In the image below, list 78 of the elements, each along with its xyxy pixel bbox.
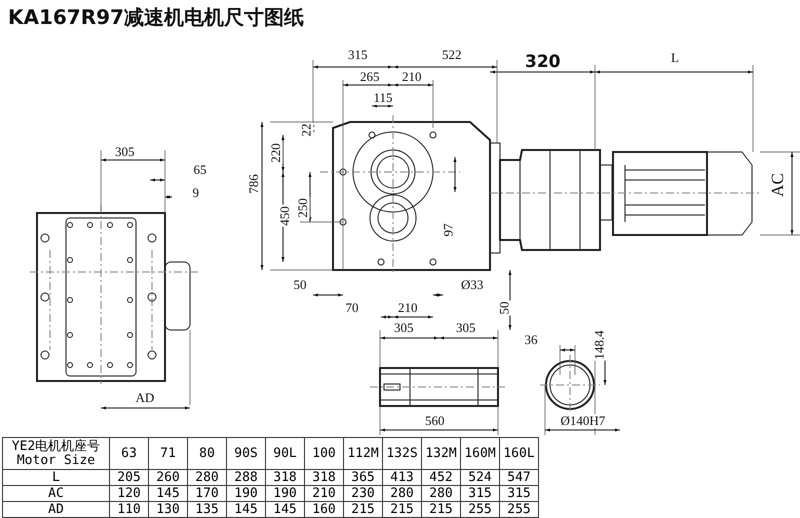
- dimension-label: 305: [393, 321, 414, 335]
- table-cell: 90L: [266, 438, 304, 470]
- table-cell: 280: [382, 486, 422, 502]
- table-cell: 160L: [500, 438, 538, 470]
- table-cell: 205: [110, 470, 148, 486]
- dimension-label: 305: [114, 145, 136, 159]
- table-cell: 547: [500, 470, 538, 486]
- dimension-label: 220: [268, 142, 283, 164]
- table-cell: 132S: [382, 438, 422, 470]
- dimension-label: 315: [347, 48, 368, 62]
- table-cell: 132M: [422, 438, 460, 470]
- table-cell: 210: [304, 486, 344, 502]
- table-cell: 160M: [460, 438, 500, 470]
- row-header-cell: L: [2, 470, 110, 486]
- dimension-label: 786: [246, 173, 261, 195]
- table-cell: 135: [188, 502, 226, 518]
- table-cell: 215: [422, 502, 460, 518]
- dimension-label: Ø140H7: [560, 414, 606, 428]
- table-cell: 112M: [344, 438, 382, 470]
- table-cell: 413: [382, 470, 422, 486]
- dimension-label: 148.4: [592, 329, 606, 361]
- dimension-label: 22: [299, 122, 313, 138]
- table-cell: 215: [382, 502, 422, 518]
- table-cell: 170: [188, 486, 226, 502]
- dimension-label: L: [670, 51, 680, 65]
- title: KA167R97减速机电机尺寸图纸: [8, 4, 304, 31]
- table-cell: 63: [110, 438, 148, 470]
- dimension-label: AD: [134, 391, 156, 405]
- table-cell: 71: [148, 438, 188, 470]
- dimension-label: 70: [344, 301, 360, 315]
- table-cell: 452: [422, 470, 460, 486]
- table-cell: 160: [304, 502, 344, 518]
- table-cell: 280: [422, 486, 460, 502]
- table-cell: 110: [110, 502, 148, 518]
- table-cell: 260: [148, 470, 188, 486]
- table-cell: 315: [460, 486, 500, 502]
- dimension-label: 265: [359, 70, 380, 84]
- table-cell: 120: [110, 486, 148, 502]
- dimension-label: 115: [372, 91, 394, 105]
- table-cell: 280: [188, 470, 226, 486]
- dimension-label: 50: [292, 278, 308, 292]
- table-cell: 190: [266, 486, 304, 502]
- table-cell: 130: [148, 502, 188, 518]
- table-cell: 288: [226, 470, 266, 486]
- table-cell: 145: [266, 502, 304, 518]
- dimension-label: 522: [441, 48, 462, 62]
- dimension-label: 65: [192, 163, 208, 177]
- table-cell: 315: [500, 486, 538, 502]
- table-cell: 145: [148, 486, 188, 502]
- dimension-label: Ø33: [460, 278, 484, 292]
- dimension-label: 305: [455, 321, 476, 335]
- table-cell: 100: [304, 438, 344, 470]
- table-cell: 365: [344, 470, 382, 486]
- table-cell: 80: [188, 438, 226, 470]
- table-cell: 318: [266, 470, 304, 486]
- dimension-label: 36: [524, 333, 538, 347]
- dimension-label: 450: [278, 205, 292, 227]
- row-header-cell: AC: [2, 486, 110, 502]
- dimension-label: 210: [401, 70, 422, 84]
- table-cell: 215: [344, 502, 382, 518]
- table-cell: 255: [460, 502, 500, 518]
- table-cell: 255: [500, 502, 538, 518]
- dimension-label: 50: [497, 300, 511, 316]
- table-cell: 318: [304, 470, 344, 486]
- dimension-label: AC: [770, 172, 785, 198]
- dimension-label: 250: [296, 197, 310, 219]
- table-cell: 90S: [226, 438, 266, 470]
- row-header-cell: AD: [2, 502, 110, 518]
- row-header-cell: YE2电机机座号 Motor Size: [2, 438, 110, 470]
- table-cell: 524: [460, 470, 500, 486]
- dimension-label: 9: [192, 186, 200, 200]
- dimension-label: 210: [397, 301, 418, 315]
- dimension-label: 97: [441, 222, 455, 238]
- table-cell: 145: [226, 502, 266, 518]
- dimension-label: 320: [524, 55, 562, 69]
- table-cell: 190: [226, 486, 266, 502]
- table-cell: 230: [344, 486, 382, 502]
- dimension-label: 560: [424, 414, 446, 428]
